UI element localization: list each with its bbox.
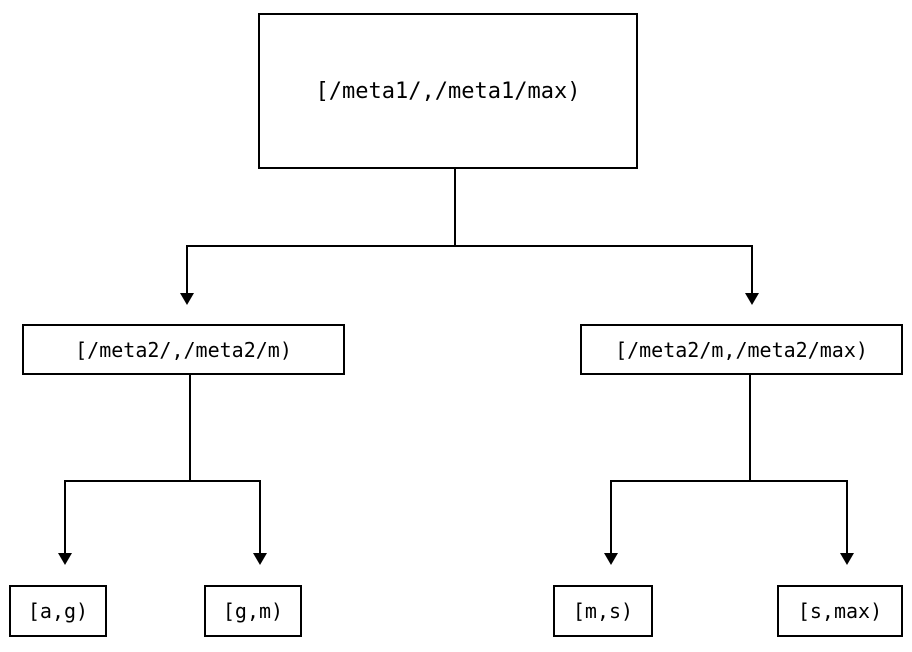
node-leaf-gm[interactable]: [g,m) <box>204 585 302 637</box>
node-level2-right-label: [/meta2/m,/meta2/max) <box>615 337 868 362</box>
arrowhead-level2-left <box>180 293 194 305</box>
node-root[interactable]: [/meta1/,/meta1/max) <box>258 13 638 169</box>
arrowhead-leaf-ms <box>604 553 618 565</box>
edge-to-level2-left <box>186 245 188 293</box>
node-leaf-ag-label: [a,g) <box>27 599 89 623</box>
node-leaf-ms[interactable]: [m,s) <box>553 585 653 637</box>
edge-to-leaf-ms <box>610 480 612 553</box>
arrowhead-leaf-ag <box>58 553 72 565</box>
node-level2-left[interactable]: [/meta2/,/meta2/m) <box>22 324 345 375</box>
arrowhead-leaf-smax <box>840 553 854 565</box>
edge-right-subtree-stem <box>749 375 751 482</box>
edge-root-stem <box>454 169 456 247</box>
node-root-label: [/meta1/,/meta1/max) <box>315 78 581 104</box>
node-leaf-ms-label: [m,s) <box>572 599 634 623</box>
edge-to-leaf-smax <box>846 480 848 553</box>
edge-to-leaf-gm <box>259 480 261 553</box>
arrowhead-level2-right <box>745 293 759 305</box>
node-leaf-smax-label: [s,max) <box>797 599 883 623</box>
node-leaf-smax[interactable]: [s,max) <box>777 585 903 637</box>
node-level2-right[interactable]: [/meta2/m,/meta2/max) <box>580 324 903 375</box>
arrowhead-leaf-gm <box>253 553 267 565</box>
edge-to-leaf-ag <box>64 480 66 553</box>
edge-left-subtree-bar <box>64 480 261 482</box>
node-leaf-gm-label: [g,m) <box>222 599 284 623</box>
node-leaf-ag[interactable]: [a,g) <box>9 585 107 637</box>
node-level2-left-label: [/meta2/,/meta2/m) <box>75 337 292 362</box>
edge-to-level2-right <box>751 245 753 293</box>
edge-right-subtree-bar <box>610 480 848 482</box>
edge-left-subtree-stem <box>189 375 191 482</box>
edge-root-bar <box>187 245 753 247</box>
